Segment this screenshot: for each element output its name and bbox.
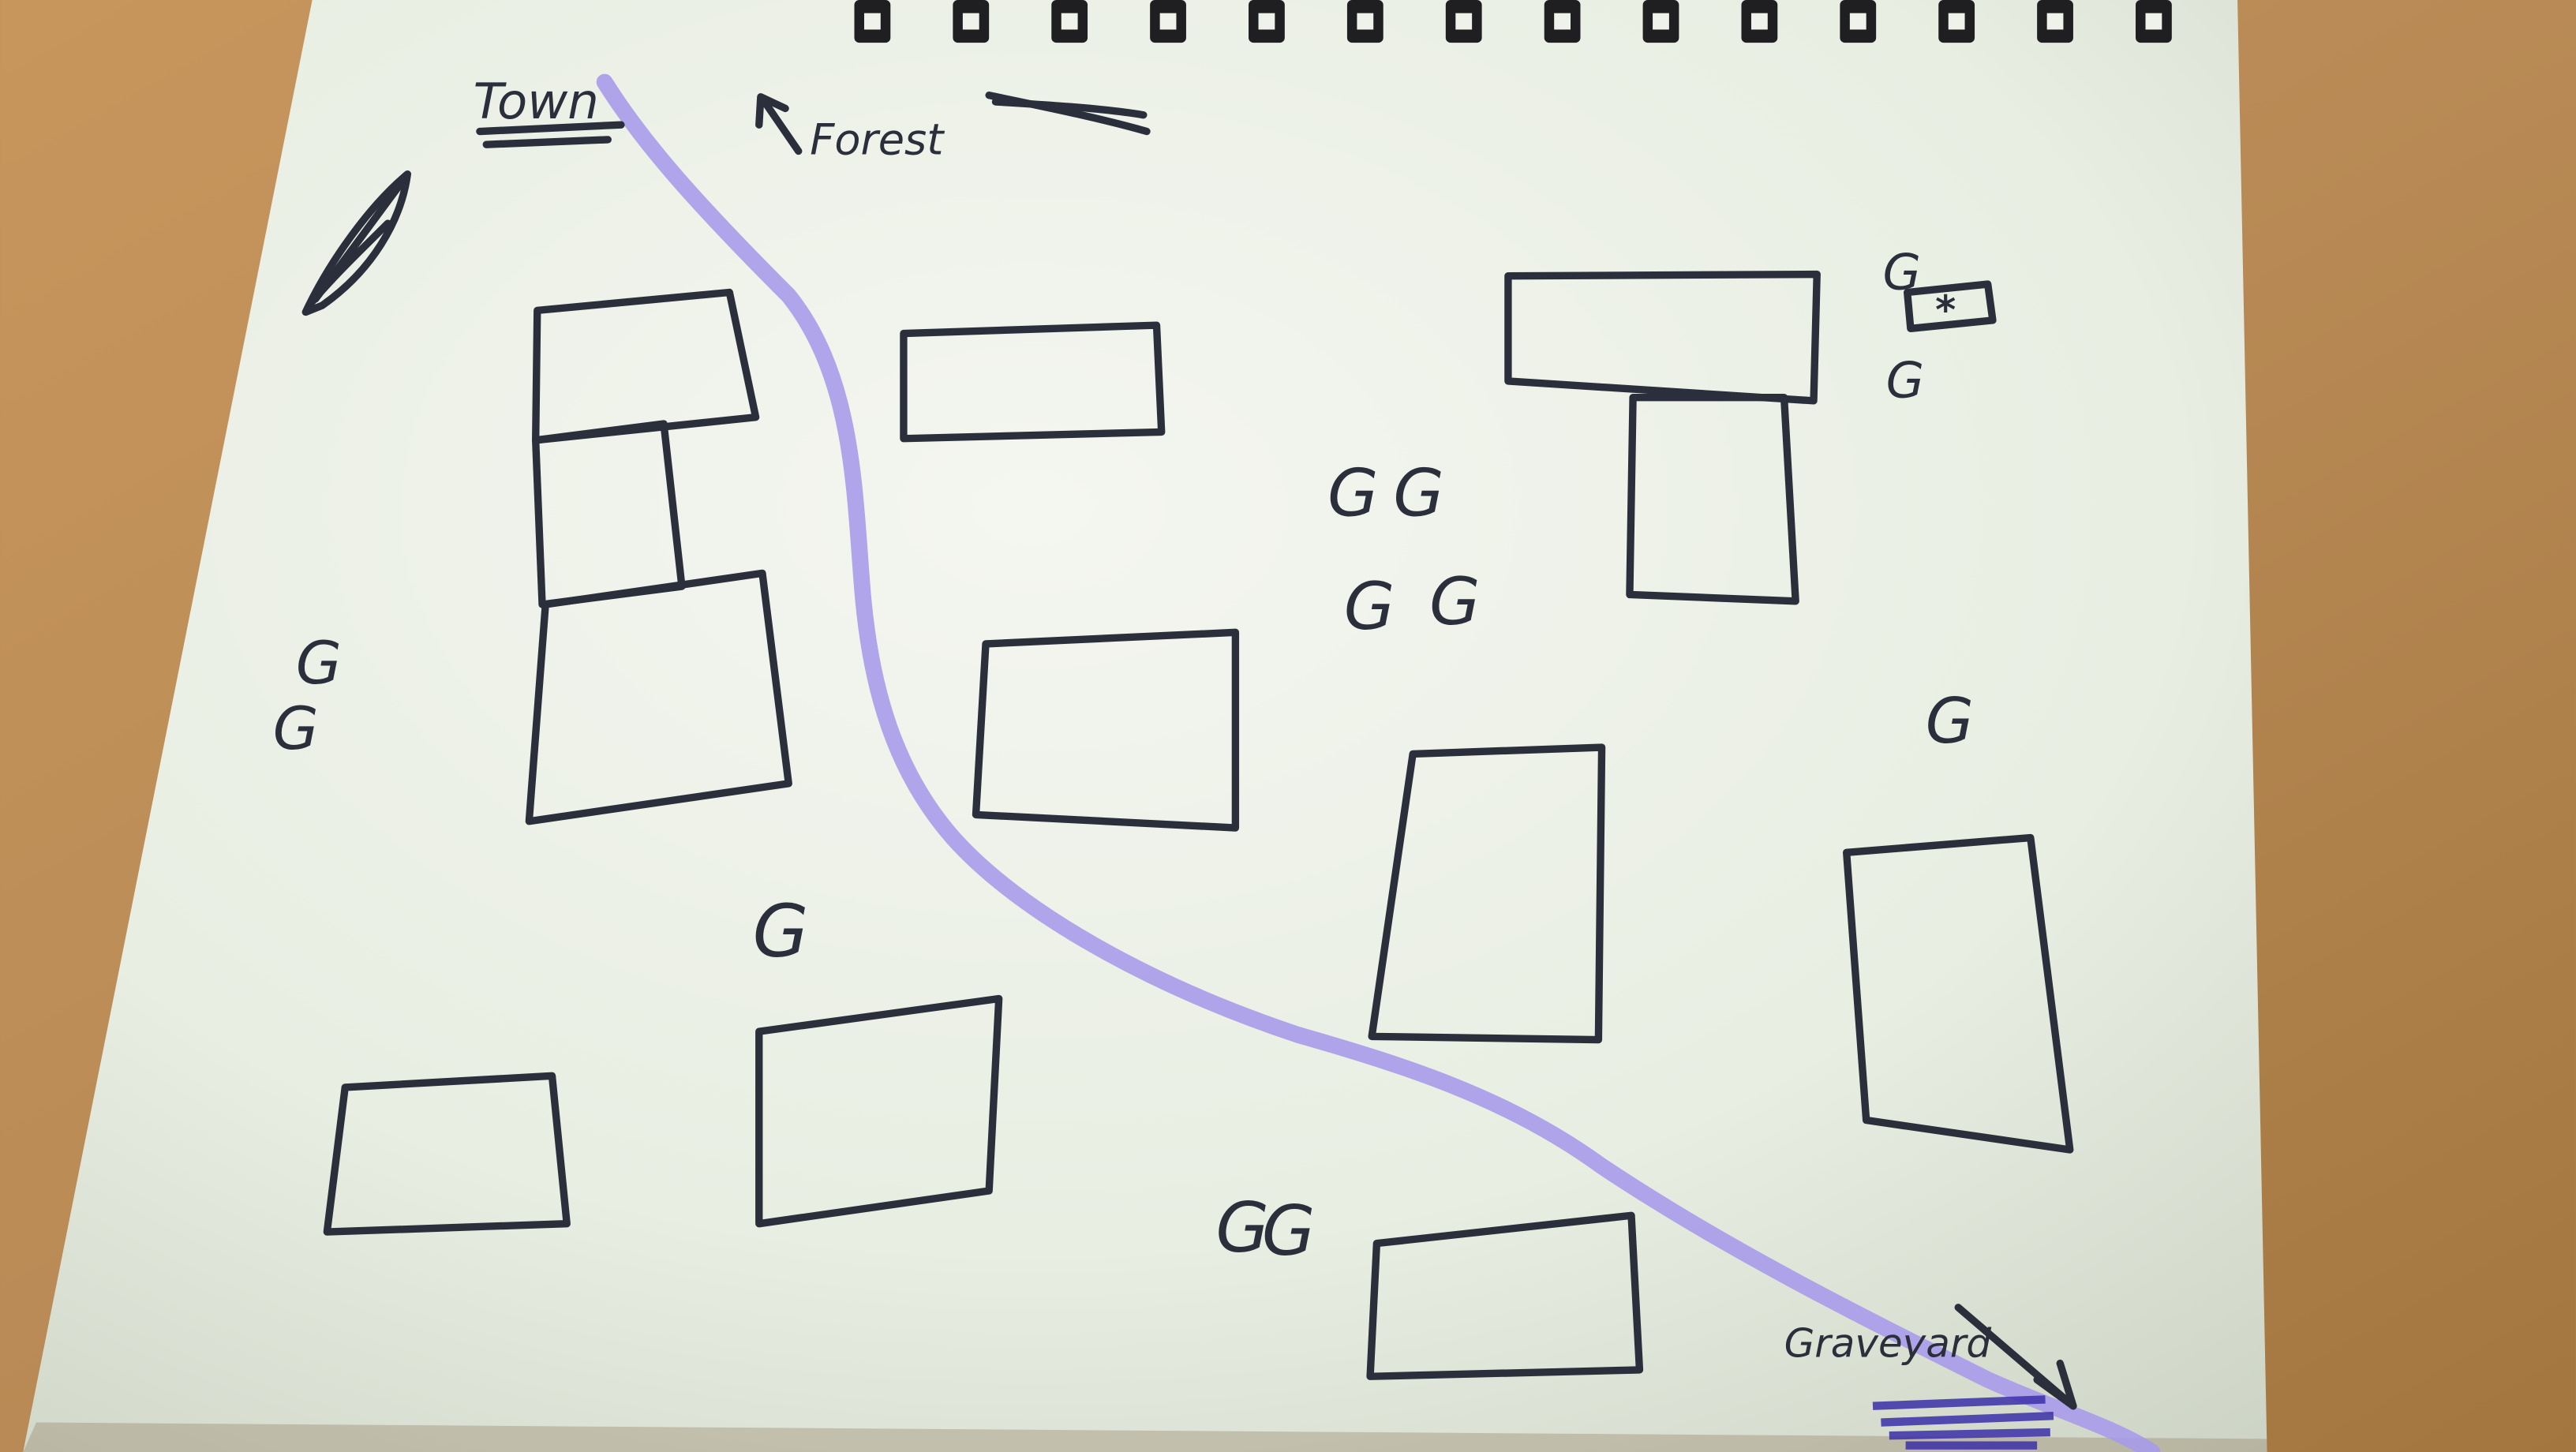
g-marker: G (273, 694, 319, 763)
forest-label: Forest (810, 115, 945, 165)
binding-hole (1750, 13, 1768, 30)
town-label: Town (474, 73, 599, 130)
graveyard-arrow-icon (1954, 1304, 2077, 1410)
building-3 (525, 569, 792, 825)
building-10 (323, 1072, 571, 1236)
building-5 (1504, 270, 1821, 405)
building-7 (972, 628, 1240, 832)
graveyard-label-group: Graveyard (1784, 1304, 2077, 1410)
g-marker: G (1393, 455, 1444, 532)
building-6 (1626, 394, 1799, 605)
forest-arrow-icon (755, 93, 803, 155)
g-marker: G (1262, 1191, 1316, 1271)
binding-hole (1948, 13, 1965, 30)
binding-hole (1258, 13, 1275, 30)
buildings (323, 270, 2074, 1380)
g-marker: G (752, 889, 808, 973)
building-9 (1843, 833, 2074, 1154)
binding-hole (962, 13, 979, 30)
g-markers: G G G G G G G G G G G G (273, 243, 1974, 1271)
binding-hole (2046, 13, 2064, 30)
g-marker: G (1344, 568, 1395, 645)
binding-hole (1061, 13, 1078, 30)
g-marker: G (1429, 563, 1481, 640)
binding-hole (1455, 13, 1473, 30)
building-12 (1366, 1211, 1644, 1380)
star-icon: * (1935, 287, 1956, 333)
binding-hole (1159, 13, 1177, 30)
spiral-binding-icon (854, 0, 2172, 43)
paper-shadow (23, 1422, 2267, 1452)
g-marker: G (296, 628, 342, 698)
binding-hole (1653, 13, 1669, 30)
binding-hole (1554, 13, 1571, 30)
g-marker: G (1215, 1188, 1269, 1268)
building-1 (532, 288, 760, 444)
g-marker: G (1886, 352, 1924, 410)
star-box: * (1904, 280, 1997, 333)
g-marker: G (1882, 243, 1920, 301)
river-strokes (985, 92, 1151, 136)
g-marker: G (1926, 685, 1974, 758)
binding-hole (863, 13, 881, 30)
building-8 (1368, 743, 1606, 1044)
building-11 (755, 994, 1003, 1228)
paper-sheet (23, 0, 2267, 1452)
g-marker: G (1327, 455, 1379, 532)
town-label-group: Town (474, 73, 625, 148)
graveyard-label: Graveyard (1784, 1320, 1992, 1366)
binding-hole (1357, 13, 1374, 30)
binding-hole (2145, 13, 2162, 30)
binding-hole (1849, 13, 1866, 30)
travel-path (596, 73, 2161, 1452)
path-scribble (1872, 1395, 2054, 1450)
forest-label-group: Forest (755, 93, 945, 165)
building-4 (900, 321, 1166, 443)
quill-icon (301, 170, 412, 316)
